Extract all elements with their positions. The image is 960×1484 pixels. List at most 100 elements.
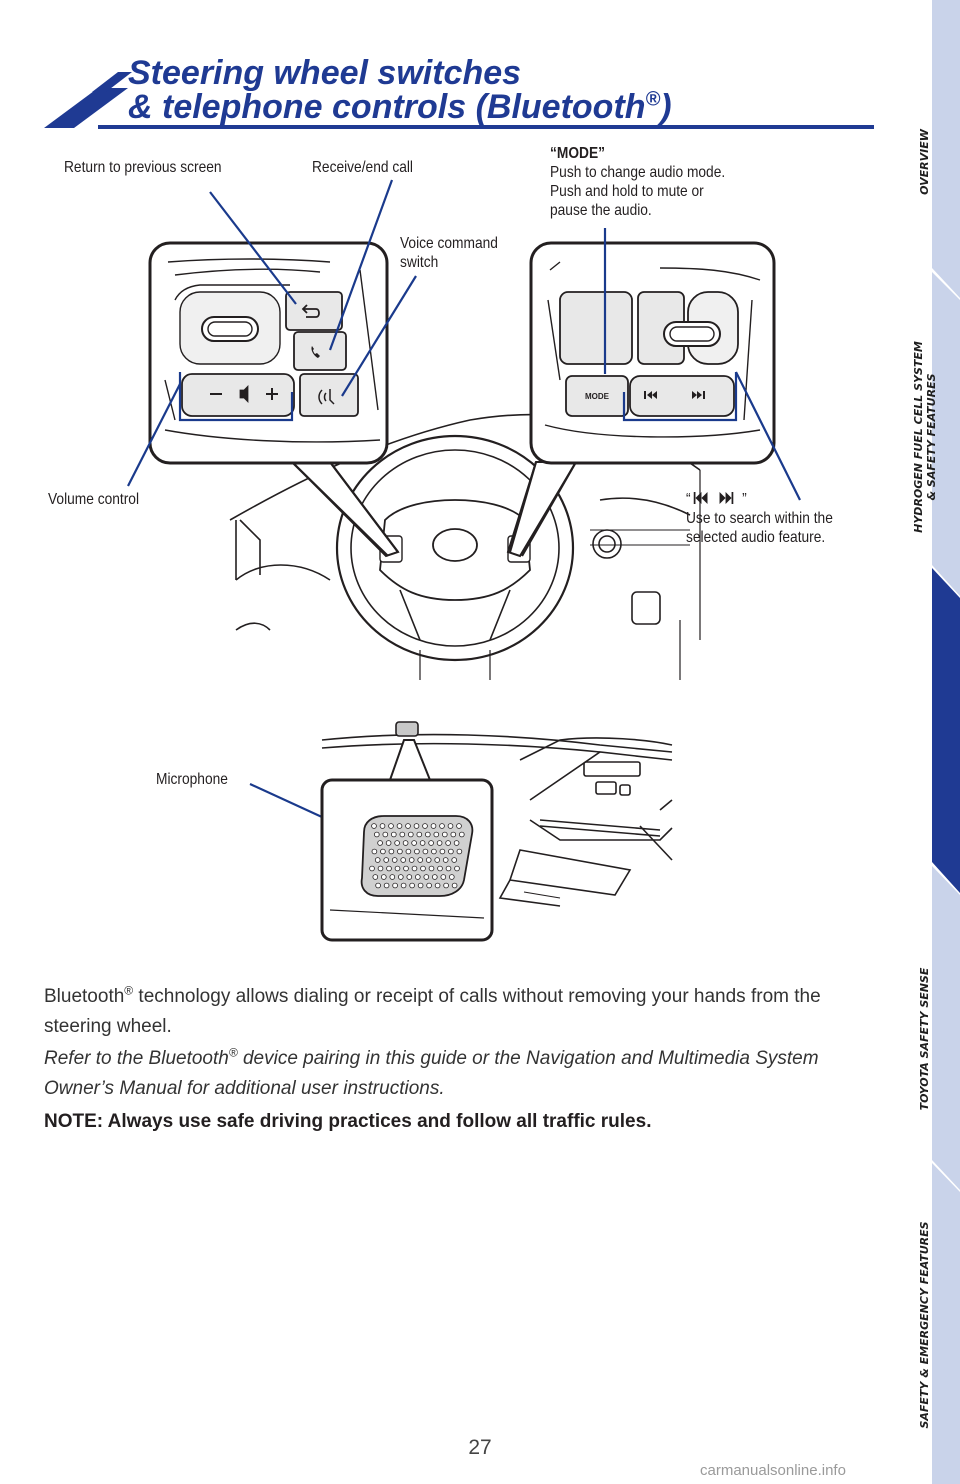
- safety-note: NOTE: Always use safe driving practices …: [44, 1111, 652, 1132]
- label-return-previous: Return to previous screen: [64, 159, 222, 176]
- mic-grille-hole: [422, 823, 428, 829]
- mic-grille-hole: [379, 823, 386, 829]
- mic-grille-hole: [386, 865, 392, 872]
- mic-grille-hole: [411, 840, 417, 846]
- tab-hydrogen-line-1: HYDROGEN FUEL CELL SYSTEM: [912, 341, 925, 533]
- mic-grille-hole: [371, 823, 377, 829]
- mic-grille-hole: [451, 882, 458, 889]
- mic-grille-hole: [394, 840, 400, 846]
- label-voice-command: Voice command switch: [400, 234, 498, 272]
- mic-grille-hole: [406, 874, 413, 880]
- label-volume-control: Volume control: [48, 491, 140, 508]
- mic-grille-hole: [451, 857, 458, 863]
- section-tabs: OVERVIEW HYDROGEN FUEL CELL SYSTEM & SAF…: [890, 0, 960, 1484]
- side-tabs: [932, 0, 960, 1484]
- mic-grille-hole: [447, 823, 454, 829]
- mic-grille-hole: [403, 865, 409, 872]
- title-end: ): [660, 88, 672, 126]
- mic-grille-hole: [407, 831, 414, 838]
- mic-grille-hole: [417, 857, 424, 863]
- mic-grille-hole: [417, 882, 424, 889]
- mic-grille-hole: [400, 857, 407, 863]
- mic-grille-hole: [377, 840, 383, 846]
- mic-grille-hole: [383, 857, 390, 863]
- page-number: 27: [468, 1436, 492, 1459]
- mic-grille-hole: [439, 823, 445, 829]
- mic-grille-hole: [388, 823, 394, 829]
- callout-lines: [127, 179, 801, 841]
- mic-grille-hole: [450, 831, 457, 838]
- mic-grille-hole: [425, 857, 432, 863]
- mic-grille-hole: [416, 831, 423, 838]
- mic-grille-hole: [413, 823, 420, 829]
- track-search-line-1: Use to search within the: [686, 510, 833, 527]
- prev-track-icon: [644, 391, 657, 399]
- mic-grille-hole: [411, 865, 418, 872]
- title-line-2: & telephone controls (Bluetooth®): [128, 90, 672, 124]
- label-mode: “MODE” Push to change audio mode. Push a…: [550, 144, 725, 220]
- mic-grille-hole: [382, 831, 389, 838]
- microphone-illustration: [321, 721, 673, 907]
- mic-grille-hole: [391, 857, 398, 863]
- mic-grille-hole: [433, 831, 440, 838]
- mic-grille-hole: [405, 848, 412, 855]
- watermark: carmanualsonline.info: [700, 1462, 846, 1479]
- right-switch-panel: MODE: [529, 241, 776, 465]
- mode-button-label: MODE: [585, 392, 610, 401]
- mic-grille-hole: [431, 874, 438, 880]
- track-search-icons: [691, 491, 743, 505]
- phone-icon: [311, 346, 320, 358]
- mic-grille-hole: [369, 865, 375, 872]
- mic-grille-hole: [372, 874, 379, 880]
- mic-grille-hole: [397, 874, 404, 880]
- title-line-1: Steering wheel switches: [128, 54, 522, 92]
- mic-grille-hole: [375, 882, 381, 889]
- mic-grille-hole: [392, 882, 398, 889]
- mic-grille-hole: [434, 882, 441, 889]
- microphone-zoom-panel: [320, 778, 494, 942]
- tab-hydrogen-fuel-cell[interactable]: HYDROGEN FUEL CELL SYSTEM & SAFETY FEATU…: [912, 307, 938, 567]
- mode-title: “MODE”: [550, 145, 606, 162]
- mic-grille-hole: [445, 865, 452, 872]
- mic-grille-hole: [402, 840, 409, 846]
- mic-grille-hole: [428, 840, 434, 846]
- mic-grille-hole: [373, 831, 380, 838]
- tab-safety-emergency[interactable]: SAFETY & EMERGENCY FEATURES: [918, 1221, 931, 1429]
- mic-grille-hole: [396, 823, 403, 829]
- mic-grille-hole: [440, 874, 447, 880]
- paragraph-refer: Refer to the Bluetooth® device pairing i…: [44, 1045, 819, 1099]
- mic-grille-hole: [426, 882, 432, 889]
- mic-grille-hole: [442, 857, 449, 863]
- mic-grille-hole: [441, 831, 448, 838]
- tab-overview[interactable]: OVERVIEW: [918, 129, 931, 195]
- mic-grille-hole: [448, 848, 454, 855]
- mic-grille-hole: [439, 848, 446, 855]
- mic-grille-hole: [414, 874, 421, 880]
- mic-grille-hole: [423, 874, 430, 880]
- mic-grille-hole: [424, 831, 431, 838]
- mic-grille-hole: [414, 848, 420, 855]
- mic-grille-hole: [390, 831, 397, 838]
- page-title: Steering wheel switches & telephone cont…: [128, 56, 672, 124]
- mic-grille-hole: [383, 882, 390, 889]
- mic-grille-hole: [419, 840, 426, 846]
- mic-grille-hole: [448, 874, 455, 880]
- tab-toyota-safety-sense[interactable]: TOYOTA SAFETY SENSE: [918, 967, 931, 1111]
- mic-grille-hole: [437, 865, 443, 872]
- mic-grille-hole: [405, 823, 411, 829]
- voice-line-2: switch: [400, 254, 439, 271]
- mic-grille-hole: [458, 831, 465, 838]
- volume-icons: [210, 385, 278, 403]
- voice-line-1: Voice command: [400, 235, 498, 252]
- tab-features-operations[interactable]: FEATURES & OPERATIONS: [918, 667, 931, 827]
- paragraph-bluetooth-intro: Bluetooth® technology allows dialing or …: [44, 983, 821, 1037]
- mic-grille-hole: [399, 831, 406, 838]
- back-icon: [301, 304, 320, 318]
- mic-grille-hole: [385, 840, 392, 846]
- left-switch-panel: [148, 241, 389, 465]
- mic-grille-hole: [428, 865, 435, 872]
- mic-grille-hole: [374, 857, 381, 863]
- mode-line-2: Push and hold to mute or: [550, 183, 704, 200]
- mic-grille-hole: [456, 823, 462, 829]
